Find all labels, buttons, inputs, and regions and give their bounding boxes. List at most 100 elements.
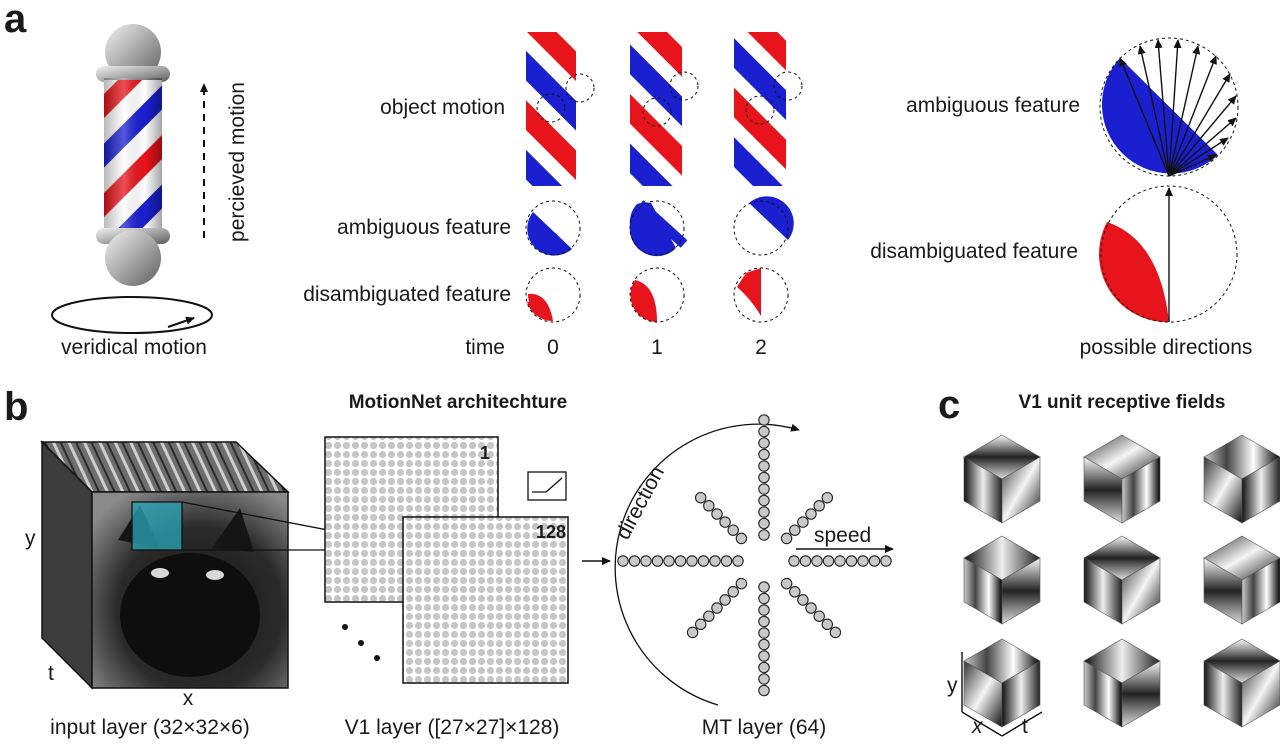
mt-unit — [697, 555, 710, 567]
mt-unit — [868, 555, 881, 567]
receptive-field-cube — [1083, 638, 1161, 728]
input-y-axis-label: y — [25, 527, 36, 550]
input-layer-cube — [40, 440, 290, 690]
rf-axis-x: x — [971, 715, 984, 738]
receptive-field-cube — [1083, 434, 1161, 524]
barber-pole — [96, 24, 170, 286]
mt-unit — [651, 555, 664, 567]
mt-unit — [758, 448, 770, 461]
mt-unit — [845, 555, 858, 567]
disambiguated-direction-circle — [1098, 185, 1238, 323]
mt-unit — [758, 581, 770, 593]
v1-relu-icon — [527, 471, 567, 501]
mt-unit — [674, 555, 687, 567]
ambiguous-feature-1 — [629, 200, 688, 257]
mt-unit — [720, 555, 733, 567]
mt-unit — [758, 684, 770, 697]
mt-unit — [719, 594, 731, 606]
disambiguated-feature-1 — [629, 267, 685, 323]
direction-arrow — [1168, 55, 1217, 177]
receptive-field-cube — [963, 434, 1041, 524]
mt-unit — [821, 618, 834, 631]
v1-ellipsis — [342, 624, 380, 661]
time-value-1: 1 — [651, 336, 663, 359]
receptive-field-cubes — [963, 434, 1280, 728]
v1-first-index: 1 — [480, 443, 490, 463]
mt-unit — [758, 673, 770, 685]
mt-unit — [758, 615, 770, 628]
mt-unit — [663, 555, 675, 567]
mt-unit — [686, 555, 698, 567]
direction-arrow — [1137, 45, 1170, 177]
v1-feature-map-last — [402, 516, 569, 684]
veridical-motion-ellipse — [51, 296, 213, 334]
rf-axis-t: t — [1022, 715, 1028, 738]
mt-unit — [694, 491, 707, 504]
mt-unit — [788, 555, 800, 567]
mt-unit — [758, 425, 770, 438]
mt-unit — [758, 650, 770, 662]
mt-unit — [617, 555, 629, 567]
input-t-axis-label: t — [48, 662, 54, 685]
v1-layer-caption: V1 layer ([27×27]×128) — [345, 716, 560, 739]
direction-arrow — [1154, 39, 1170, 177]
possible-directions-label: possible directions — [1080, 336, 1253, 359]
time-label: time — [465, 336, 505, 359]
mt-unit — [694, 618, 707, 631]
mt-unit — [758, 592, 770, 605]
direction-arc — [614, 423, 800, 706]
mt-unit — [805, 508, 817, 520]
receptive-field-cube — [1203, 638, 1280, 728]
mt-unit — [709, 555, 721, 567]
mt-unit — [735, 532, 748, 545]
direction-arrow — [1168, 137, 1229, 177]
mt-unit — [797, 516, 809, 528]
disambiguated-feature-2 — [733, 267, 789, 323]
mt-unit — [758, 471, 770, 484]
ambiguous-feature-2 — [733, 196, 794, 256]
panel-b-letter: b — [4, 385, 28, 429]
mt-unit — [789, 524, 801, 536]
row-label-object-motion: object motion — [380, 96, 505, 119]
object-motion-column-1 — [630, 32, 699, 186]
direction-arrow — [1168, 73, 1231, 177]
ambiguous-feature-0 — [525, 200, 581, 256]
perceived-motion-label: percieved motion — [226, 82, 249, 242]
mt-unit — [822, 555, 835, 567]
mt-unit — [829, 626, 842, 639]
receptive-field-cube — [963, 638, 1041, 728]
veridical-motion-arrowhead — [167, 316, 195, 328]
mt-unit — [628, 555, 641, 567]
rf-axes — [961, 652, 1043, 737]
mt-unit — [758, 506, 770, 518]
input-x-axis-label: x — [183, 687, 194, 710]
mt-unit — [780, 577, 793, 590]
mt-direction-label: direction — [611, 463, 669, 544]
veridical-motion-label: veridical motion — [61, 336, 207, 359]
mt-unit — [813, 610, 825, 622]
mt-unit — [834, 555, 846, 567]
panel-b-title: MotionNet architechture — [349, 392, 568, 413]
direction-arrow — [1168, 117, 1237, 177]
row-label-ambiguous: ambiguous feature — [337, 216, 511, 239]
mt-unit — [758, 661, 770, 674]
direction-arrow — [1168, 95, 1237, 177]
mt-unit — [821, 491, 834, 504]
mt-unit — [703, 610, 715, 622]
receptive-field-cube — [1083, 535, 1161, 625]
mt-unit — [640, 555, 652, 567]
mt-unit — [758, 529, 770, 541]
direction-arrow — [1168, 154, 1217, 177]
panel-c-letter: c — [938, 383, 960, 427]
right-label-disambiguated: disambiguated feature — [870, 240, 1078, 263]
direction-arrow — [1168, 45, 1201, 177]
v1-last-index: 128 — [536, 522, 566, 542]
mt-unit — [719, 516, 731, 528]
panel-a-letter: a — [4, 0, 27, 41]
mt-unit — [686, 626, 699, 639]
mt-unit — [758, 517, 770, 530]
receptive-field-cube — [963, 535, 1041, 625]
mt-speed-label: speed — [814, 524, 871, 547]
mt-unit — [780, 532, 793, 545]
mt-unit — [880, 555, 892, 567]
